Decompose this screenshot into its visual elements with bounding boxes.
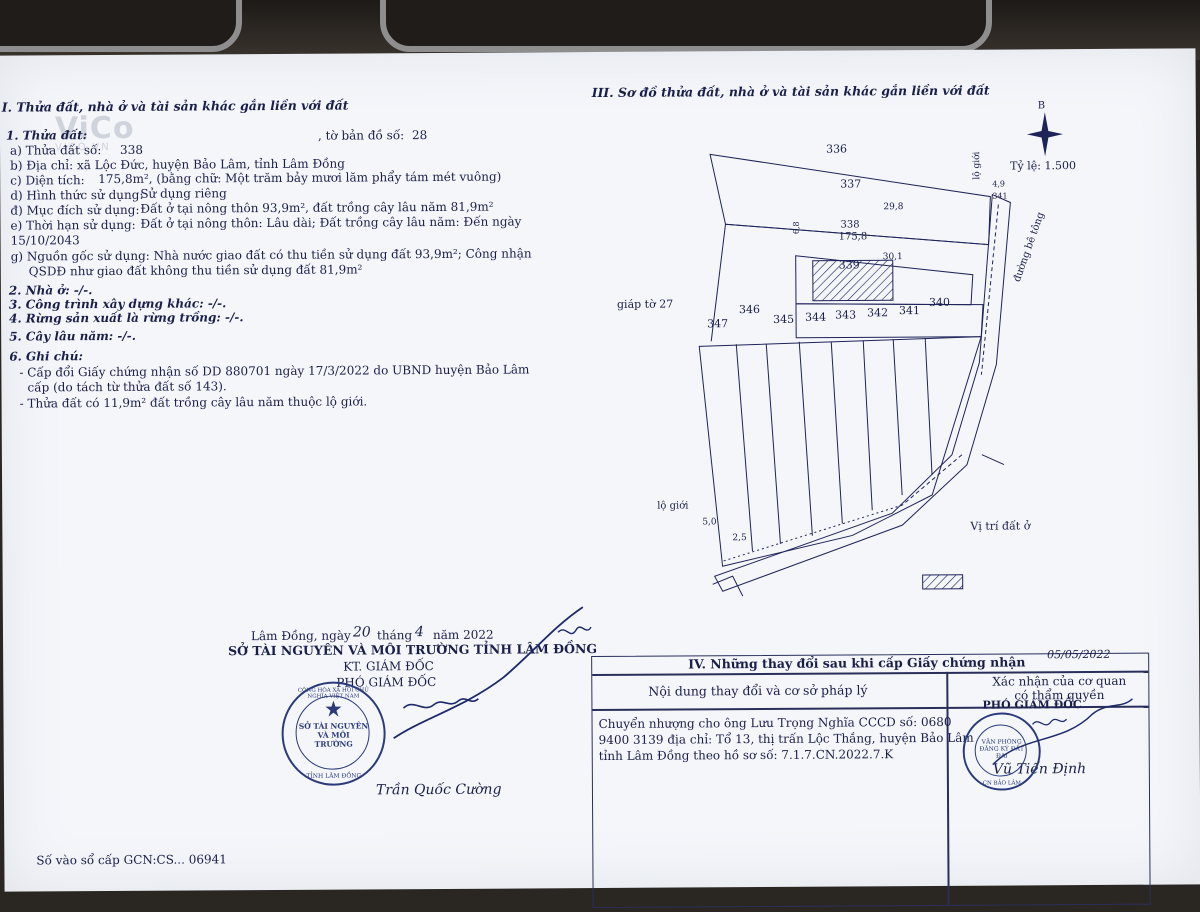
parcel-340: 340: [928, 295, 951, 309]
col1-header: Nội dung thay đổi và cơ sở pháp lý: [648, 682, 868, 699]
signature-scribble: [393, 606, 592, 740]
area-label: c) Diện tích:: [10, 173, 85, 188]
parcel-338-area: 175,8: [838, 231, 868, 243]
sign-day: 20: [352, 624, 371, 641]
stamp-ring-bottom: TỈNH LÂM ĐỒNG: [306, 772, 362, 780]
north-label: B: [1037, 100, 1046, 112]
stamp-star: [325, 700, 342, 717]
term-value: Đất ở tại nông thôn: Lâu dài; Đất trồng …: [140, 214, 522, 231]
item2-house: 2. Nhà ở: -/-.: [8, 283, 93, 298]
stamp-center-text: SỞ TÀI NGUYÊN VÀ MÔI TRƯỜNG: [298, 721, 369, 749]
map-sheet-label: , tờ bản đồ số:: [317, 128, 405, 143]
parcel-345: 345: [773, 312, 795, 326]
origin-line2: QSDĐ như giao đất không thu tiền sử dụng…: [28, 262, 363, 279]
term-label: e) Thời hạn sử dụng:: [10, 217, 136, 233]
hatched-parcel-338: [812, 259, 894, 302]
stamp-ring-top: CỘNG HÒA XÃ HỘI CHỦ NGHĨA VIỆT NAM: [297, 687, 369, 700]
usage-form-label: d) Hình thức sử dụng:: [10, 187, 144, 203]
item3-structures: 3. Công trình xây dựng khác: -/-.: [8, 296, 227, 312]
dim-29-8: 29,8: [883, 202, 904, 213]
map-scale: Tỷ lệ: 1.500: [1010, 159, 1076, 173]
change-row-line3: tỉnh Lâm Đồng theo hồ sơ số: 7.1.7.CN.20…: [598, 747, 894, 764]
metal-object-left: [0, 0, 242, 52]
register-number: Số vào sổ cấp GCN:CS... 06941: [36, 852, 227, 868]
term-value-date: 15/10/2043: [10, 233, 80, 248]
section1-heading: I. Thửa đất, nhà ở và tài sản khác gắn l…: [1, 97, 349, 115]
parcel-342: 342: [867, 306, 889, 320]
origin-line1: g) Nguồn gốc sử dụng: Nhà nước giao đất …: [10, 246, 532, 264]
usage-purpose-value: Đất ở tại nông thôn 93,9m², đất trồng câ…: [140, 199, 494, 216]
north-arrow-icon: [1026, 112, 1063, 157]
parcel-344: 344: [805, 310, 827, 324]
cadastral-map: [698, 153, 1011, 597]
metal-object-right: [380, 0, 992, 52]
place-date-prefix: Lâm Đồng, ngày: [250, 628, 351, 644]
parcel-341: 341: [898, 304, 921, 318]
area-value: 175,8m², (bằng chữ: Một trăm bảy mươi lă…: [98, 169, 502, 187]
parcel-336: 336: [826, 142, 848, 156]
usage-purpose-label: đ) Mục đích sử dụng:: [10, 202, 140, 218]
section3-heading: III. Sơ đồ thửa đất, nhà ở và tài sản kh…: [591, 82, 990, 101]
dim-30-1: 30,1: [882, 252, 903, 263]
parcel-337: 337: [840, 177, 862, 191]
lo-gioi-top: lộ giới: [972, 151, 983, 180]
lo-gioi-bottom: lộ giới: [657, 500, 689, 512]
parcel-343: 343: [835, 308, 857, 322]
parcel-339: 339: [838, 258, 860, 272]
legend-hatch-swatch: [922, 574, 964, 590]
parcel-no-value: 338: [119, 142, 143, 157]
dim-2-5: 2,5: [732, 533, 747, 544]
note1-line1: - Cấp đổi Giấy chứng nhận số DD 880701 n…: [19, 362, 530, 380]
signer-name: Trần Quốc Cường: [375, 781, 502, 799]
usage-form-value: Sử dụng riêng: [140, 186, 227, 201]
dim-5-0: 5,0: [702, 517, 717, 528]
parcel-347: 347: [707, 317, 729, 331]
confirm-signature-scribble: [992, 698, 1133, 766]
change-date-note: 05/05/2022: [1047, 647, 1111, 662]
map-sheet-value: 28: [411, 128, 428, 143]
legend-label: Vị trí đất ở: [970, 519, 1031, 533]
changes-table: IV. Những thay đổi sau khi cấp Giấy chứn…: [591, 648, 1151, 909]
parcel-346: 346: [738, 303, 761, 317]
item4-forest: 4. Rừng sản xuất là rừng trồng: -/-.: [9, 310, 244, 326]
note1-line2: cấp (do tách từ thửa đất số 143).: [27, 379, 227, 395]
note2: - Thửa đất có 11,9m² đất trồng cây lâu n…: [19, 394, 368, 411]
certificate-page: ViCo VICO.VN I. Thửa đất, nhà ở và tài s…: [0, 48, 1200, 909]
change-row-line1: Chuyển nhượng cho ông Lưu Trọng Nghĩa CC…: [598, 714, 952, 732]
item1-label: 1. Thửa đất:: [5, 128, 88, 143]
change-row-line2: 9400 3139 địa chỉ: Tổ 13, thị trấn Lộc T…: [598, 730, 974, 748]
num-341-road: 341: [992, 191, 1008, 201]
border-label: giáp tờ 27: [616, 297, 674, 311]
section4-heading: IV. Những thay đổi sau khi cấp Giấy chứn…: [688, 654, 1026, 672]
item5-trees: 5. Cây lâu năm: -/-.: [9, 328, 136, 344]
official-stamp: SỞ TÀI NGUYÊN VÀ MÔI TRƯỜNG CỘNG HÒA XÃ …: [281, 681, 386, 786]
dim-6-8: 6,8: [791, 221, 801, 235]
parcel-no-label: a) Thửa đất số:: [9, 143, 102, 158]
item6-notes: 6. Ghi chú:: [9, 349, 83, 364]
